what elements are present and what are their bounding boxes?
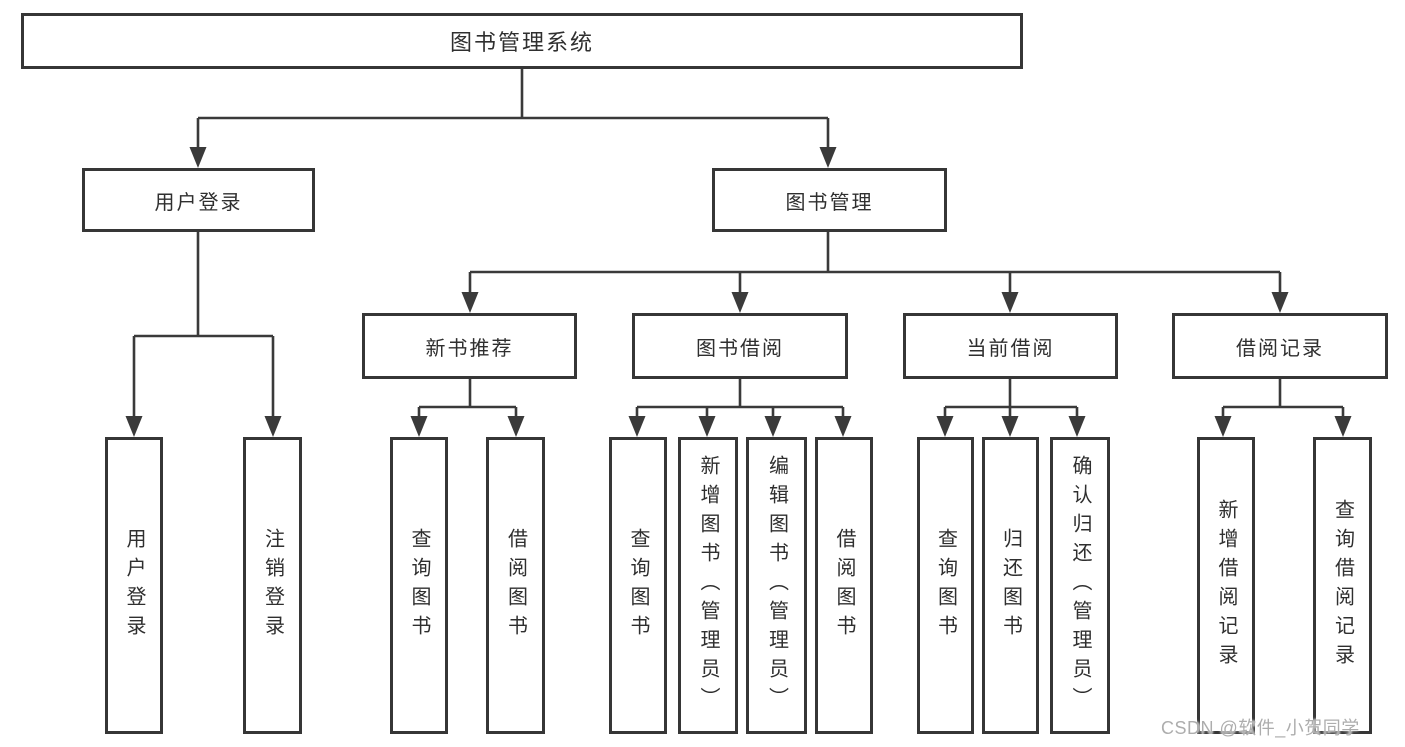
node-user-login: 用户登录 [82, 168, 315, 232]
node-current-borrowing: 当前借阅 [903, 313, 1118, 379]
node-label: 借阅记录 [1236, 337, 1324, 360]
leaf-query-books-current: 查询图书 [917, 437, 974, 734]
connector-user-login-branch [132, 232, 275, 419]
node-label: 当前借阅 [966, 337, 1055, 360]
leaf-logout: 注销登录 [243, 437, 302, 734]
connector-book-borrow-branch [635, 379, 845, 420]
node-label: 编辑图书（管理员） [765, 455, 788, 716]
node-label: 用户登录 [154, 191, 243, 214]
node-label: 查询图书 [627, 527, 649, 644]
connector-borrow-record-branch [1221, 379, 1345, 420]
node-label: 新书推荐 [425, 337, 514, 360]
leaf-user-login: 用户登录 [105, 437, 163, 734]
node-label: 注销登录 [261, 527, 284, 644]
connector-current-borrow-branch [943, 379, 1079, 420]
csdn-watermark: CSDN @软件_小贺同学 [1161, 718, 1360, 738]
node-label: 图书管理 [785, 191, 874, 214]
node-label: 图书管理系统 [449, 30, 594, 55]
node-library-management-system: 图书管理系统 [21, 13, 1023, 69]
node-label: 查询图书 [408, 527, 430, 644]
arrowheads [125, 147, 1352, 437]
leaf-add-borrow-record: 新增借阅记录 [1197, 437, 1255, 734]
connector-book-management-branch [468, 232, 1282, 296]
leaf-edit-book-admin: 编辑图书（管理员） [746, 437, 807, 734]
leaf-confirm-return-admin: 确认归还（管理员） [1050, 437, 1110, 734]
connector-root-to-level2 [196, 69, 830, 150]
node-book-management: 图书管理 [712, 168, 947, 232]
leaf-borrow-books-recommend: 借阅图书 [486, 437, 545, 734]
leaf-query-books-recommend: 查询图书 [390, 437, 448, 734]
node-new-book-recommendation: 新书推荐 [362, 313, 577, 379]
node-label: 借阅图书 [833, 527, 855, 644]
leaf-query-books-borrow: 查询图书 [609, 437, 667, 734]
node-label: 查询借阅记录 [1331, 498, 1354, 673]
connector-new-book-branch [417, 379, 518, 420]
node-label: 新增借阅记录 [1215, 498, 1237, 673]
node-label: 借阅图书 [504, 527, 527, 644]
node-label: 确认归还（管理员） [1069, 455, 1091, 716]
leaf-query-borrow-record: 查询借阅记录 [1313, 437, 1372, 734]
leaf-borrow-books: 借阅图书 [815, 437, 873, 734]
node-borrowing-records: 借阅记录 [1172, 313, 1388, 379]
leaf-return-book: 归还图书 [982, 437, 1039, 734]
node-label: 用户登录 [123, 527, 145, 644]
node-book-borrowing: 图书借阅 [632, 313, 848, 379]
node-label: 图书借阅 [696, 337, 784, 360]
node-label: 新增图书（管理员） [697, 455, 719, 716]
leaf-add-book-admin: 新增图书（管理员） [678, 437, 738, 734]
node-label: 归还图书 [999, 527, 1022, 644]
node-label: 查询图书 [934, 527, 957, 644]
